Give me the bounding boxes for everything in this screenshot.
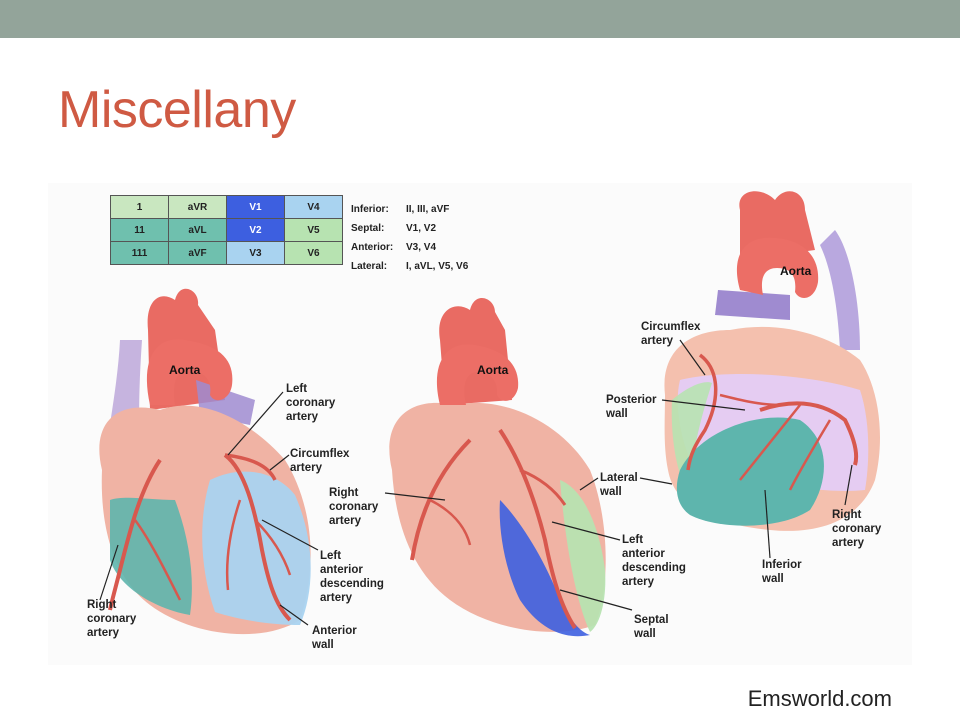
anterior-wall-label: Anterior wall (312, 625, 357, 651)
heart-posterior-view (639, 191, 880, 559)
circumflex-label: Circumflex artery (290, 448, 350, 474)
septal-wall-label: Septal wall (634, 614, 669, 640)
lateral-wall-label: Lateral wall (600, 472, 638, 498)
circumflex-label: Circumflex artery (641, 321, 701, 347)
image-credit: Emsworld.com (747, 686, 892, 711)
inferior-wall-label: Inferior wall (762, 559, 802, 585)
legend-row: Lateral:I, aVL, V5, V6 (351, 261, 469, 272)
lad-label: Left anterior descending artery (622, 534, 686, 588)
heart-anterior-view (99, 288, 319, 635)
lead-cell: 11 (110, 218, 169, 242)
right-coronary-label: Right coronary artery (329, 487, 379, 527)
lead-cell: V5 (284, 218, 343, 242)
legend-row: Anterior:V3, V4 (351, 242, 437, 253)
aorta-label: Aorta (477, 363, 509, 377)
legend-row: Inferior:II, III, aVF (351, 204, 450, 215)
right-coronary-label: Right coronary artery (832, 509, 882, 549)
aorta-label: Aorta (169, 363, 201, 377)
top-accent-bar (0, 0, 960, 38)
legend-row: Septal:V1, V2 (351, 223, 437, 234)
lead-cell: V1 (226, 195, 285, 219)
posterior-wall-label: Posterior wall (606, 394, 657, 420)
lead-cell: 111 (110, 241, 169, 265)
right-coronary-label: Right coronary artery (87, 599, 137, 639)
left-coronary-label: Left coronary artery (286, 383, 336, 423)
ecg-lead-table: 1 aVR V1 V4 11 aVL V2 V5 111 aVF V3 V6 (110, 195, 343, 265)
aorta-label: Aorta (780, 264, 812, 278)
lead-cell: aVL (168, 218, 227, 242)
lead-legend: Inferior:II, III, aVF Septal:V1, V2 Ante… (351, 200, 468, 276)
heart-septal-view (384, 297, 633, 637)
lad-label: Left anterior descending artery (320, 550, 384, 604)
lead-cell: V6 (284, 241, 343, 265)
slide-title: Miscellany (58, 81, 296, 139)
